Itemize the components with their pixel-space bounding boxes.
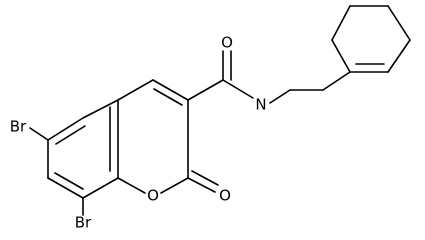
bond-c4-c3 [152, 79, 189, 101]
bond-c5-c6-inner [55, 125, 86, 145]
bond-c8-c8a [82, 177, 119, 199]
bond-o1-c8a [117, 177, 146, 194]
bond-ch2-c1-ring [322, 71, 351, 91]
bond-c2-o1 [160, 177, 189, 194]
atom-n-amide: N [255, 96, 266, 114]
atom-br-6: Br [10, 118, 27, 136]
bond-ring-c6-c1 [331, 39, 351, 73]
bond-c4-c3-inner [153, 88, 183, 106]
bond-c4a-c4 [117, 79, 154, 101]
bond-c5-c6 [47, 117, 84, 141]
bond-c2-o-lactone [187, 177, 216, 193]
bonds [29, 5, 411, 216]
bond-c7-c8-inner [54, 172, 84, 190]
molecule-drawing: Br Br O O O N [10, 5, 411, 232]
bond-c4a-c5 [82, 99, 119, 119]
bond-c6-br [29, 127, 49, 141]
bond-ring-c3-c4 [387, 5, 411, 41]
bond-ring-c5-c6 [331, 5, 351, 41]
bond-n-ch2 [269, 89, 291, 104]
atom-labels: Br Br O O O N [10, 34, 267, 232]
bond-c2-o-lactone-double [191, 170, 219, 186]
atom-o-ring: O [147, 187, 159, 205]
atom-o-amide: O [221, 34, 233, 52]
bond-c-amide-n [222, 79, 254, 99]
bond-ring-c2-c3 [387, 39, 411, 73]
bond-c3-c-amide [187, 79, 224, 101]
bond-c7-c8 [47, 177, 84, 199]
atom-br-8: Br [75, 214, 92, 232]
atom-o-lactone: O [219, 187, 231, 205]
structure-diagram: Br Br O O O N [10, 5, 411, 232]
